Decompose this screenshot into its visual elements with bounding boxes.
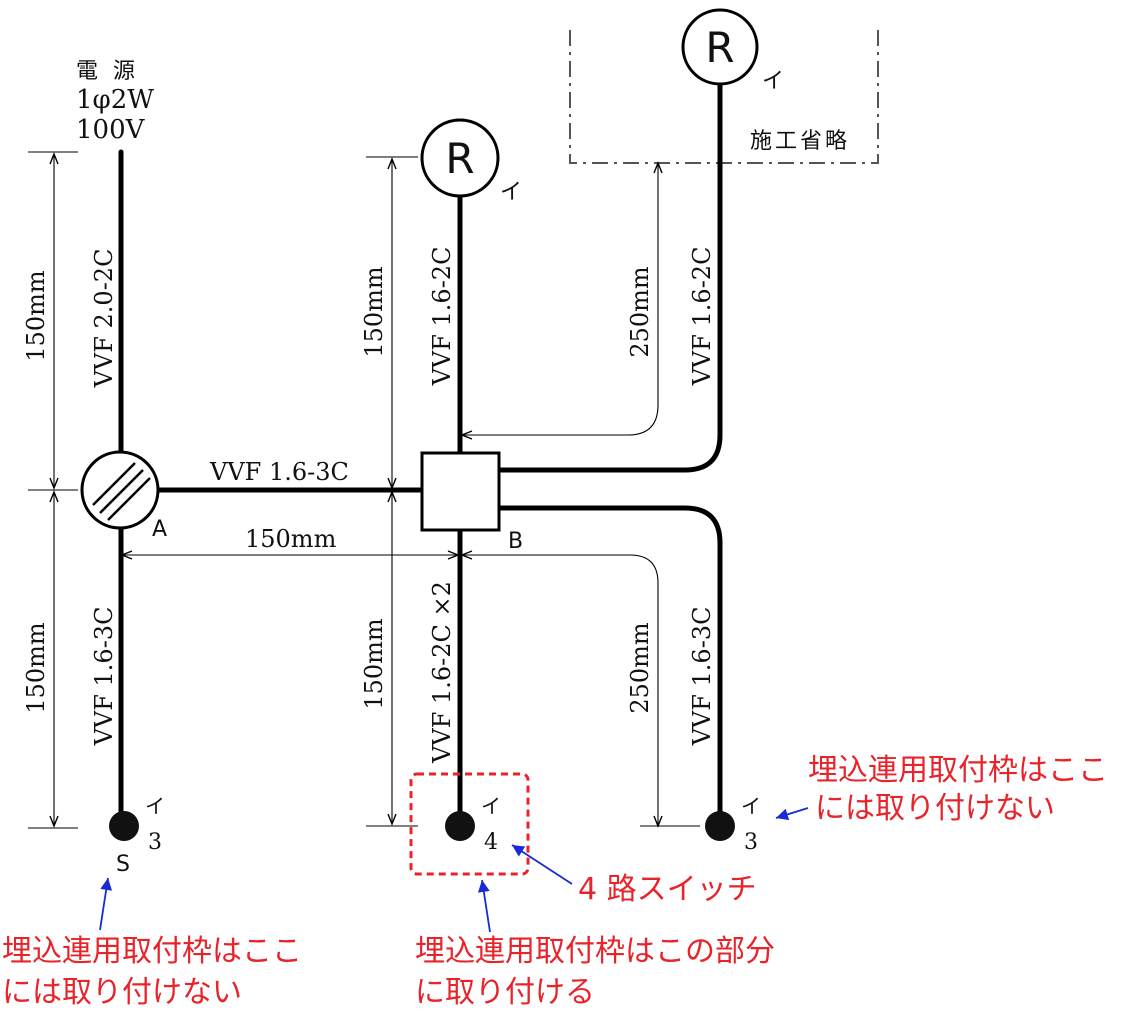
switch-middle-circuit: イ [481, 794, 501, 818]
dimension-label-b-to-switch-4: 150mm [360, 618, 388, 710]
dimension-b-to-lamp-omitted [460, 161, 663, 440]
dimension-label-power-feed: 150mm [22, 270, 50, 362]
switch-right-circuit: イ [741, 794, 761, 818]
cable-label-b-to-switch-3: VVF 1.6-3C [688, 607, 716, 747]
mounting-frame-highlight-box [409, 772, 530, 876]
power-source-voltage: 100V [76, 115, 146, 145]
dimension-label-a-to-b: 150mm [245, 525, 337, 553]
switch-right-type: 3 [744, 830, 758, 855]
cable-label-b-to-lamp-omitted: VVF 1.6-2C [688, 247, 716, 387]
arrow-four-way-switch [511, 844, 573, 885]
lamp-center-label: R [445, 134, 474, 183]
switch-middle-type: 4 [484, 830, 498, 855]
note-left-line2: には取り付けない [2, 975, 242, 1010]
power-source-label: 電 源 [76, 59, 139, 84]
cable-label-b-to-switch-4: VVF 1.6-2C ×2 [428, 581, 456, 764]
lamp-omitted-label: R [705, 23, 734, 72]
note-right-line2: には取り付けない [815, 791, 1055, 826]
arrow-mid-note [477, 879, 491, 933]
arrow-left-note [99, 877, 113, 931]
cable-label-a-to-b: VVF 1.6-3C [209, 458, 349, 486]
dimension-label-b-to-lamp-omitted: 250mm [626, 266, 654, 358]
switch-left-circuit: イ [145, 794, 165, 818]
dimension-label-b-to-switch-3: 250mm [626, 622, 654, 714]
cable-b-to-switch-3 [497, 505, 723, 815]
omitted-work-label: 施工省略 [750, 129, 850, 154]
cable-b-to-lamp-omitted [497, 83, 723, 473]
joint-box-b [420, 451, 501, 532]
switch-left-mark: S [116, 852, 130, 877]
switch-right [705, 811, 735, 841]
joint-box-b-label: B [508, 529, 523, 554]
omitted-work-boundary [569, 30, 879, 164]
lamp-omitted-circuit: イ [762, 69, 784, 94]
dimension-label-b-to-lamp: 150mm [360, 266, 388, 358]
note-right-line1: 埋込連用取付枠はここ [808, 753, 1108, 788]
cable-label-power-feed: VVF 2.0-2C [90, 249, 118, 389]
cable-label-a-to-switch-s: VVF 1.6-3C [90, 607, 118, 747]
joint-box-a-label: A [152, 517, 167, 542]
switch-middle-4way [445, 811, 475, 841]
dimension-label-a-to-switch-s: 150mm [22, 622, 50, 714]
note-left-line1: 埋込連用取付枠はここ [2, 934, 302, 969]
lamp-omitted: R [681, 8, 759, 86]
arrow-right-note [775, 807, 809, 821]
lamp-center-circuit: イ [500, 180, 522, 205]
switch-left-type: 3 [148, 830, 162, 855]
cable-label-b-to-lamp: VVF 1.6-2C [428, 247, 456, 387]
note-four-way-switch: 4 路スイッチ [578, 872, 757, 907]
note-mid-line2: に取り付ける [415, 975, 595, 1010]
note-mid-line1: 埋込連用取付枠はこの部分 [415, 934, 775, 969]
power-source-phase: 1φ2W [76, 85, 154, 115]
switch-left [109, 811, 139, 841]
dimension-b-to-switch-3 [460, 550, 663, 828]
joint-box-a [80, 450, 160, 530]
lamp-center: R [420, 118, 500, 198]
